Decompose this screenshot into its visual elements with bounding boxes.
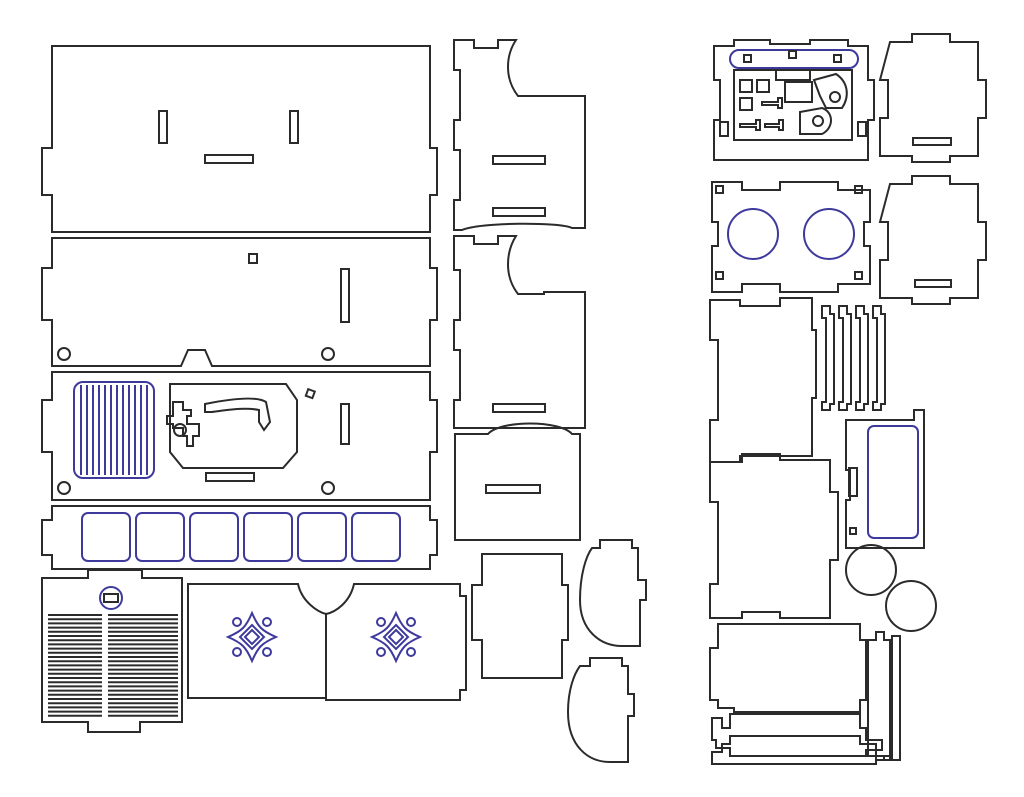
ornament-center bbox=[243, 628, 261, 646]
drawer-window bbox=[297, 512, 347, 562]
sink-cutout bbox=[169, 383, 298, 469]
back-panel bbox=[41, 45, 438, 233]
stove-panel bbox=[713, 39, 875, 161]
door-ornament-left bbox=[225, 610, 279, 664]
base-panel bbox=[709, 623, 867, 713]
door-ornament-right bbox=[369, 610, 423, 664]
side-panel-upper bbox=[453, 39, 586, 231]
ornament-center bbox=[387, 628, 405, 646]
burner-ring-right bbox=[803, 208, 855, 260]
wall-panel bbox=[41, 237, 438, 367]
ornament-curl bbox=[376, 617, 386, 627]
ornament-curl bbox=[262, 647, 272, 657]
cabinet-door-right bbox=[325, 583, 467, 701]
drainboard-grooves bbox=[80, 385, 148, 475]
rounded-side-upper bbox=[578, 539, 647, 647]
faucet-engraving bbox=[166, 397, 272, 447]
drawer-windows bbox=[81, 512, 401, 562]
slat-part bbox=[855, 305, 869, 411]
knob-parts bbox=[739, 72, 848, 135]
slat-part bbox=[821, 305, 835, 411]
drawer-window bbox=[81, 512, 131, 562]
oven-knob-ring bbox=[99, 586, 123, 610]
slat-part bbox=[838, 305, 852, 411]
fridge-side-panel bbox=[709, 297, 817, 463]
burner-panel bbox=[711, 181, 871, 293]
ornament-curl bbox=[406, 647, 416, 657]
side-panel-lower bbox=[453, 235, 586, 429]
ornament-curl bbox=[232, 647, 242, 657]
ornament-diamond bbox=[382, 623, 410, 651]
drawer-window bbox=[243, 512, 293, 562]
ornament-curl bbox=[376, 647, 386, 657]
oven-vent-slots bbox=[48, 614, 178, 717]
round-part-upper bbox=[845, 544, 897, 596]
drawer-front-strip bbox=[41, 505, 438, 570]
burner-ring-left bbox=[727, 208, 779, 260]
ornament-curl bbox=[262, 617, 272, 627]
drainboard-engraving bbox=[73, 381, 155, 479]
ornament-curl bbox=[232, 617, 242, 627]
oven-panel bbox=[41, 569, 183, 733]
cabinet-door-left bbox=[187, 583, 327, 699]
ornament-diamond bbox=[238, 623, 266, 651]
shelf-panel bbox=[454, 422, 581, 541]
fridge-door bbox=[845, 409, 925, 549]
ornament-curl bbox=[406, 617, 416, 627]
drawer-window bbox=[351, 512, 401, 562]
drawer-window bbox=[189, 512, 239, 562]
rounded-side-lower bbox=[566, 657, 635, 763]
countertop-panel bbox=[41, 371, 438, 501]
fridge-back-panel bbox=[709, 453, 839, 619]
ornament-outline bbox=[369, 610, 423, 664]
drawer-window bbox=[135, 512, 185, 562]
small-drawer-panel bbox=[471, 553, 569, 679]
round-part-lower bbox=[885, 580, 937, 632]
slat-part bbox=[872, 305, 886, 411]
fridge-window-engraving bbox=[867, 425, 919, 539]
ornament-outline bbox=[225, 610, 279, 664]
side-box-lower bbox=[878, 175, 987, 305]
bottom-rails bbox=[711, 631, 901, 765]
slat-parts bbox=[821, 305, 886, 411]
side-box-upper bbox=[878, 33, 987, 163]
